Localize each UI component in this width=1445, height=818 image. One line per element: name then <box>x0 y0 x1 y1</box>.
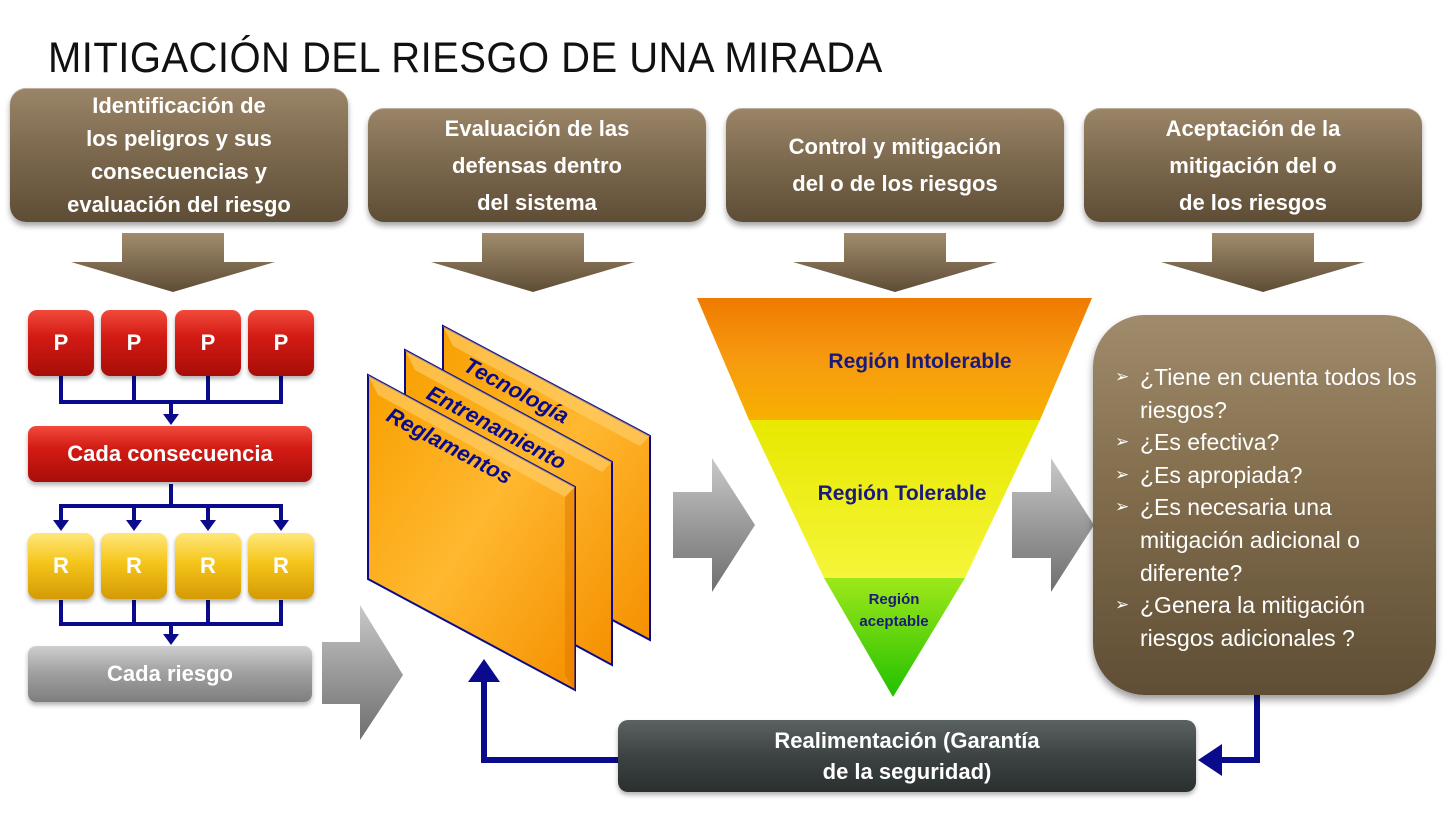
region-intolerable-label: Región Intolerable <box>828 350 1012 373</box>
right-arrow-2 <box>673 458 755 592</box>
region-intolerable <box>697 298 1092 420</box>
question-item: ➢¿Tiene en cuenta todos los riesgos? <box>1115 361 1422 426</box>
down-arrow-3 <box>793 233 997 292</box>
feedback-bar: Realimentación (Garantía de la seguridad… <box>618 720 1196 792</box>
region-acceptable-line2: aceptable <box>859 613 929 630</box>
feedback-arrow-in <box>1198 694 1260 776</box>
acceptance-questions: ➢¿Tiene en cuenta todos los riesgos? ➢¿E… <box>1093 315 1436 695</box>
question-item: ➢¿Es efectiva? <box>1115 426 1422 459</box>
hazard-box: P <box>101 310 167 376</box>
feedback-arrow-out <box>468 659 618 763</box>
hazard-box: P <box>28 310 94 376</box>
region-tolerable <box>749 420 1040 578</box>
question-item: ➢¿Es necesaria una mitigación adicional … <box>1115 491 1422 589</box>
step-identification: Identificación de los peligros y sus con… <box>10 88 348 222</box>
risk-box: R <box>248 533 314 599</box>
right-arrow-1 <box>322 605 403 740</box>
step-evaluation: Evaluación de las defensas dentro del si… <box>368 108 706 222</box>
question-item: ➢¿Es apropiada? <box>1115 459 1422 492</box>
right-arrow-3 <box>1012 458 1094 592</box>
step-identification-label: Identificación de los peligros y sus con… <box>67 93 291 217</box>
connector-risk-arrowheads <box>53 520 289 531</box>
step-control: Control y mitigación del o de los riesgo… <box>726 108 1064 222</box>
arrow-bullet-icon: ➢ <box>1115 367 1130 386</box>
hazard-box: P <box>175 310 241 376</box>
connector-hazards <box>59 376 283 416</box>
step-acceptance-label: Aceptación de la mitigación del o de los… <box>1165 115 1341 215</box>
hazard-box: P <box>248 310 314 376</box>
risk-box: R <box>28 533 94 599</box>
defense-panel-regulations <box>367 373 576 692</box>
connector-arrowhead <box>163 414 179 425</box>
down-arrow-2 <box>431 233 635 292</box>
step-control-label: Control y mitigación del o de los riesgo… <box>788 134 1002 196</box>
down-arrow-4 <box>1161 233 1365 292</box>
question-item: ➢¿Genera la mitigación riesgos adicional… <box>1115 589 1422 654</box>
risk-bar: Cada riesgo <box>28 646 312 702</box>
down-arrow-1 <box>71 233 275 292</box>
region-acceptable-line1: Región <box>868 591 920 608</box>
risk-box: R <box>175 533 241 599</box>
region-acceptable-label: Región aceptable <box>834 589 954 633</box>
region-acceptable <box>824 578 965 697</box>
step-acceptance: Aceptación de la mitigación del o de los… <box>1084 108 1422 222</box>
connector-risks <box>59 484 283 522</box>
arrow-bullet-icon: ➢ <box>1115 497 1130 517</box>
arrow-bullet-icon: ➢ <box>1115 595 1130 615</box>
page-title: MITIGACIÓN DEL RIESGO DE UNA MIRADA <box>48 34 883 82</box>
feedback-label: Realimentación (Garantía de la seguridad… <box>774 728 1040 784</box>
arrow-bullet-icon: ➢ <box>1115 432 1130 452</box>
connector-riskbar <box>59 600 283 636</box>
region-tolerable-label: Región Tolerable <box>817 482 987 505</box>
step-evaluation-label: Evaluación de las defensas dentro del si… <box>444 115 630 215</box>
risk-box: R <box>101 533 167 599</box>
arrow-bullet-icon: ➢ <box>1115 464 1130 484</box>
risk-triangle <box>697 298 1092 697</box>
consequence-bar: Cada consecuencia <box>28 426 312 482</box>
connector-riskbar-arrowhead <box>163 634 179 645</box>
